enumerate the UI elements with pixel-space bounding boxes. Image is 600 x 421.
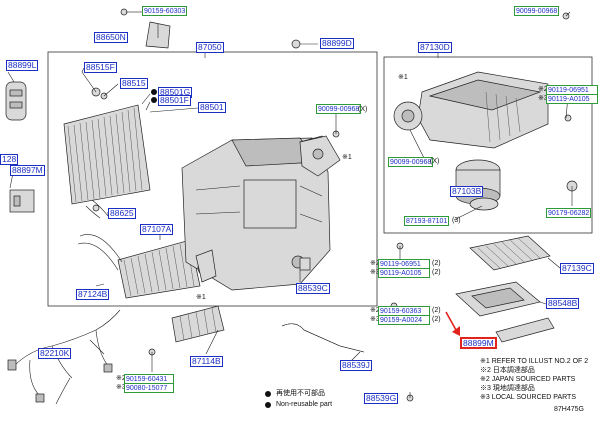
highlight-arrow [445,311,460,336]
air-filter-part [469,235,551,271]
mark-star-1a: ※1 [398,74,408,81]
blower-assembly-frame [383,56,593,234]
mark-star-2d: ※2 [116,375,126,382]
part-label-90099-00968-top[interactable]: 90099-00968 [514,6,560,16]
part-label-87114B[interactable]: 87114B [190,356,223,367]
part-label-87139C[interactable]: 87139C [560,263,594,274]
part-label-88899M-highlighted[interactable]: 88899M [460,337,497,349]
sensor-part [85,8,578,402]
note-2-en: ※2 JAPAN SOURCED PARTS [480,376,576,383]
part-label-90099-00968-r[interactable]: 90099-00968 [388,157,434,167]
part-label-88897M[interactable]: 88897M [10,165,45,176]
part-label-128[interactable]: 128 [0,154,19,165]
part-label-88548B[interactable]: 88548B [546,298,580,309]
part-label-87124B[interactable]: 87124B [76,289,110,300]
part-label-88501F[interactable]: 88501F [158,95,191,106]
part-label-88515F[interactable]: 88515F [84,62,117,73]
bracket-part [5,81,35,213]
part-label-88539G[interactable]: 88539G [364,393,399,404]
blower-unit-part [393,71,549,149]
note-3-jp: ※3 現地調達部品 [480,385,535,392]
part-label-87107A[interactable]: 87107A [140,224,174,235]
mark-2d: (2) [432,316,441,323]
mark-star-3c: ※3 [370,316,380,323]
blower-motor-part [455,159,501,211]
part-label-88899D[interactable]: 88899D [320,38,354,49]
part-label-88899L[interactable]: 88899L [6,60,39,71]
mark-star-2a: ※2 [538,86,548,93]
mark-2b: (2) [432,269,441,276]
part-label-88515[interactable]: 88515 [120,78,148,89]
part-label-87103B[interactable]: 87103B [450,186,484,197]
nonreusable-dot-88501G [151,89,157,95]
legend-nonreusable-jp: 再使用不可部品 [276,390,325,397]
part-label-87193-87101[interactable]: 87193-87101 [404,216,450,226]
legend-nonreusable-en: Non-reusable part [276,401,333,408]
mark-3: (3) [452,217,461,224]
part-label-90159-60303[interactable]: 90159-60303 [142,6,188,16]
evaporator-core-part [63,104,151,205]
mark-2c: (2) [432,307,441,314]
filter-case-part [455,281,541,317]
part-label-82210K[interactable]: 82210K [38,348,72,359]
mark-star-2b: ※2 [370,260,380,267]
part-label-88625[interactable]: 88625 [108,208,136,219]
mark-2a: (2) [432,260,441,267]
part-label-90119-A0105-b[interactable]: 90119-A0105 [378,268,430,278]
note-3-en: ※3 LOCAL SOURCED PARTS [480,394,576,401]
part-label-90179-06282[interactable]: 90179-06282 [546,208,592,218]
filter-cover-part [495,317,555,343]
note-1: ※1 REFER TO ILLUST NO.2 OF 2 [480,358,589,365]
part-label-88501[interactable]: 88501 [198,102,226,113]
part-label-90159-A0024[interactable]: 90159-A0024 [378,315,430,325]
nonreusable-dot-88501F [151,97,157,103]
note-2-jp: ※2 日本調達部品 [480,367,535,374]
part-label-87130D[interactable]: 87130D [418,42,452,53]
heater-core-part [77,234,201,299]
drain-hose-part [281,323,365,353]
illustration-code: 87H475G [554,406,584,413]
part-label-88539J[interactable]: 88539J [340,360,372,371]
mark-star-2c: ※2 [370,307,380,314]
mark-x: (X) [358,106,368,113]
mark-star-1c: ※1 [196,294,206,301]
part-label-87050[interactable]: 87050 [196,42,224,53]
part-label-90119-A0105-a[interactable]: 90119-A0105 [546,94,598,104]
mark-x-2: (X) [430,158,440,165]
legend-nonreusable-dot-2 [265,402,271,408]
mark-star-3b: ※3 [370,269,380,276]
part-label-88539C[interactable]: 88539C [296,283,330,294]
legend-nonreusable-dot [265,391,271,397]
servo-motor-part [299,135,341,177]
part-label-88650N[interactable]: 88650N [94,32,128,43]
part-label-90099-00968-mid[interactable]: 90099-00968 [316,104,362,114]
mark-star-3a: ※3 [538,95,548,102]
part-label-90080-15077[interactable]: 90080-15077 [124,383,174,393]
mark-star-1b: ※1 [342,154,352,161]
mark-star-3d: ※3 [116,384,126,391]
